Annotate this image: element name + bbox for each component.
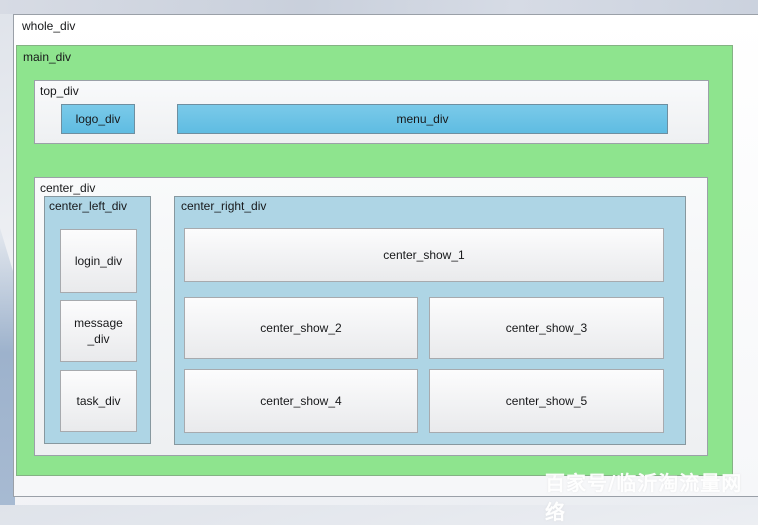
center-show-2-box: center_show_2 <box>184 297 418 359</box>
center-left-div-box: center_left_div login_div message _div t… <box>44 196 151 444</box>
center-div-label: center_div <box>40 181 96 195</box>
watermark-text: 百家号/临沂淘流量网络 <box>545 471 743 524</box>
top-div-label: top_div <box>40 84 79 98</box>
center-left-div-label: center_left_div <box>49 199 128 213</box>
logo-div-box: logo_div <box>61 104 135 134</box>
whole-div-box: whole_div main_div top_div logo_div menu… <box>13 14 758 497</box>
center-show-3-label: center_show_3 <box>505 321 588 335</box>
message-div-label: message _div <box>74 315 123 346</box>
center-show-5-box: center_show_5 <box>429 369 664 433</box>
center-show-1-box: center_show_1 <box>184 228 664 282</box>
center-show-4-box: center_show_4 <box>184 369 418 433</box>
task-div-label: task_div <box>76 394 121 408</box>
center-div-box: center_div center_left_div login_div mes… <box>34 177 708 456</box>
menu-div-label: menu_div <box>396 112 449 126</box>
center-show-1-label: center_show_1 <box>383 248 465 262</box>
message-div-box: message _div <box>60 300 137 362</box>
center-show-3-box: center_show_3 <box>429 297 664 359</box>
background-top-band <box>0 0 758 14</box>
logo-div-label: logo_div <box>75 112 121 126</box>
login-div-box: login_div <box>60 229 137 293</box>
center-right-div-box: center_right_div center_show_1 center_sh… <box>174 196 686 445</box>
login-div-label: login_div <box>74 254 123 268</box>
center-show-4-label: center_show_4 <box>260 394 342 408</box>
main-div-box: main_div top_div logo_div menu_div cente… <box>16 45 733 476</box>
center-right-div-label: center_right_div <box>181 199 267 213</box>
center-show-2-label: center_show_2 <box>260 321 342 335</box>
whole-div-label: whole_div <box>22 19 76 33</box>
center-show-5-label: center_show_5 <box>505 394 588 408</box>
task-div-box: task_div <box>60 370 137 432</box>
background-left-wedge <box>0 228 15 505</box>
main-div-label: main_div <box>23 50 72 64</box>
top-div-box: top_div logo_div menu_div <box>34 80 709 144</box>
menu-div-box: menu_div <box>177 104 668 134</box>
